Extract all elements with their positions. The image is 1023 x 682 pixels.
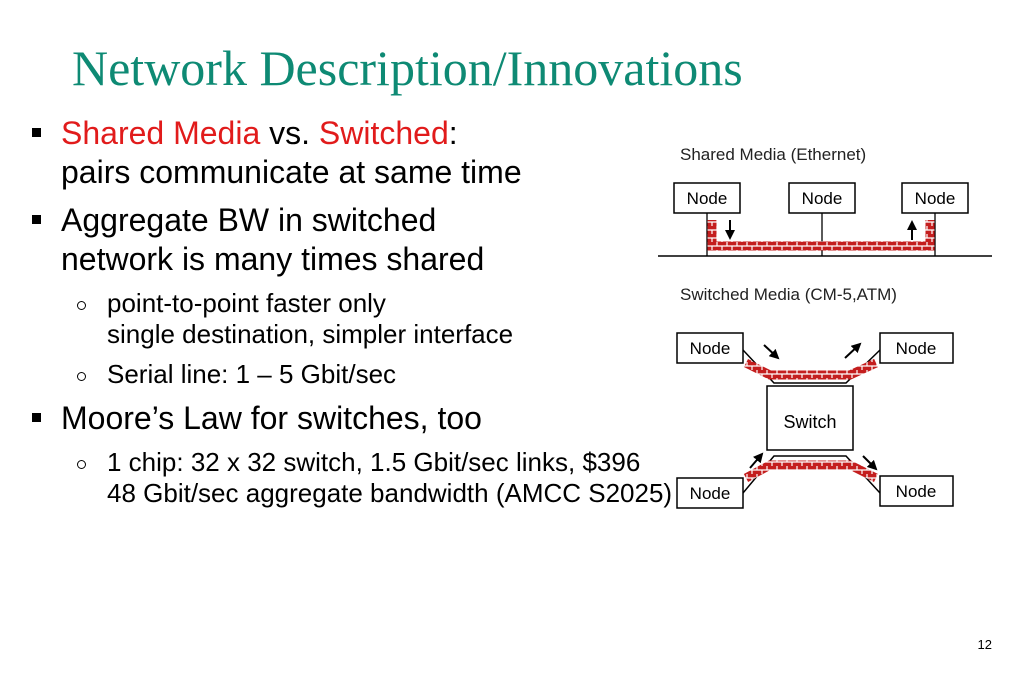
node-label: Node	[896, 339, 937, 358]
bullet-line: Serial line: 1 – 5 Gbit/sec	[107, 359, 397, 389]
circle-bullet-icon	[77, 460, 86, 469]
bullet-line: 1 chip: 32 x 32 switch, 1.5 Gbit/sec lin…	[107, 447, 641, 477]
shared-media-title: Shared Media (Ethernet)	[680, 145, 866, 164]
arrow-out-icon	[844, 342, 862, 359]
bullet-aggregate-bw: Aggregate BW in switched network is many…	[32, 201, 672, 279]
square-bullet-icon	[32, 413, 41, 422]
bullet-line: Shared Media vs. Switched:	[61, 114, 672, 153]
colon-text: :	[448, 115, 458, 151]
switched-node-bottom-left: Node	[676, 477, 744, 509]
switched-node-top-right: Node	[879, 332, 954, 364]
bullet-line: Moore’s Law for switches, too	[61, 400, 482, 436]
arrow-out-icon	[862, 455, 878, 471]
vs-text: vs.	[260, 115, 319, 151]
shared-node-1: Node	[673, 182, 741, 214]
switched-node-bottom-right: Node	[879, 475, 954, 507]
bullet-line: point-to-point faster only	[107, 288, 386, 318]
circle-bullet-icon	[77, 301, 86, 310]
slide-title: Network Description/Innovations	[72, 40, 743, 96]
subbullet-one-chip: 1 chip: 32 x 32 switch, 1.5 Gbit/sec lin…	[77, 447, 673, 509]
bullet-line: pairs communicate at same time	[61, 154, 522, 190]
node-label: Node	[687, 189, 728, 208]
switched-term: Switched	[318, 115, 449, 151]
switched-media-title: Switched Media (CM-5,ATM)	[680, 285, 897, 304]
page-number: 12	[977, 637, 992, 652]
node-label: Node	[802, 189, 843, 208]
bullet-moores-law: Moore’s Law for switches, too	[32, 399, 672, 438]
bullet-line: Aggregate BW in switched	[61, 202, 437, 238]
node-label: Node	[896, 482, 937, 501]
arrow-in-icon	[763, 344, 780, 360]
switched-node-top-left: Node	[676, 332, 744, 364]
subbullet-serial-line: Serial line: 1 – 5 Gbit/sec	[77, 359, 672, 390]
bullet-shared-vs-switched: Shared Media vs. Switched: pairs communi…	[32, 114, 672, 192]
node-label: Node	[915, 189, 956, 208]
shared-node-2: Node	[788, 182, 856, 214]
network-diagram: Shared Media (Ethernet) Node Node Node S…	[658, 145, 992, 509]
shared-node-3: Node	[901, 182, 969, 214]
bullet-line: single destination, simpler interface	[107, 319, 514, 349]
bullet-line: network is many times shared	[61, 241, 485, 277]
node-label: Node	[690, 339, 731, 358]
arrow-in-icon	[749, 452, 764, 469]
shared-media-term: Shared Media	[61, 115, 261, 151]
subbullet-point-to-point: point-to-point faster only single destin…	[77, 288, 672, 350]
circle-bullet-icon	[77, 372, 86, 381]
node-label: Node	[690, 484, 731, 503]
switch-label: Switch	[783, 412, 836, 432]
square-bullet-icon	[32, 128, 41, 137]
shared-brick-path	[707, 220, 935, 251]
top-brick-path	[743, 358, 878, 380]
bullet-list: Shared Media vs. Switched: pairs communi…	[32, 114, 672, 518]
switch-box: Switch	[766, 385, 854, 451]
square-bullet-icon	[32, 215, 41, 224]
bullet-line: 48 Gbit/sec aggregate bandwidth (AMCC S2…	[107, 478, 673, 508]
bottom-brick-path	[743, 460, 879, 483]
